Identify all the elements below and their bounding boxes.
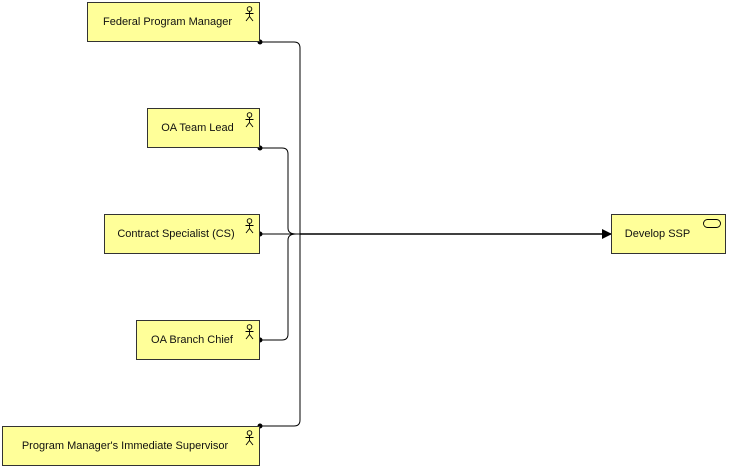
actor-contract-specialist[interactable]: Contract Specialist (CS) — [104, 214, 260, 254]
actor-label: OA Team Lead — [161, 122, 234, 134]
actor-icon — [245, 6, 254, 22]
actor-label: Program Manager's Immediate Supervisor — [21, 440, 229, 452]
actor-label: Contract Specialist (CS) — [117, 228, 235, 240]
connector-oa-branch-chief — [260, 233, 310, 341]
actor-label: Federal Program Manager — [102, 16, 232, 28]
service-develop-ssp[interactable]: Develop SSP — [611, 214, 726, 254]
connector-federal-program-manager — [260, 41, 310, 235]
actor-program-managers-immediate-supervisor[interactable]: Program Manager's Immediate Supervisor — [2, 426, 260, 466]
actor-oa-branch-chief[interactable]: OA Branch Chief — [136, 320, 260, 360]
actor-oa-team-lead[interactable]: OA Team Lead — [147, 108, 260, 148]
actor-icon — [245, 430, 254, 446]
connector-oa-team-lead — [260, 147, 310, 235]
connector-program-managers-immediate-supervisor — [260, 234, 301, 427]
actor-federal-program-manager[interactable]: Federal Program Manager — [87, 2, 260, 42]
actor-icon — [245, 112, 254, 128]
actor-icon — [245, 324, 254, 340]
actor-label: OA Branch Chief — [151, 334, 233, 346]
actor-icon — [245, 218, 254, 234]
service-label: Develop SSP — [624, 228, 691, 240]
service-icon — [703, 219, 721, 228]
